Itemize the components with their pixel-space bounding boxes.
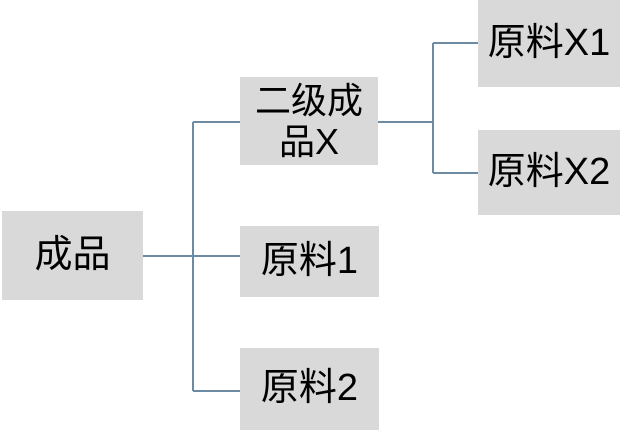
node-label-line-2: 品X [278, 121, 339, 162]
node-finished-product: 成品 [2, 211, 143, 300]
node-raw-material-2: 原料2 [240, 348, 379, 430]
node-label-line-1: 二级成 [254, 79, 363, 121]
node-label: 成品 [34, 233, 111, 276]
node-raw-material-x2: 原料X2 [478, 130, 620, 215]
node-label: 原料X1 [487, 21, 611, 64]
node-raw-material-x1: 原料X1 [478, 0, 620, 87]
node-raw-material-1: 原料1 [240, 226, 379, 297]
node-label: 原料X2 [487, 150, 611, 193]
node-secondary-product-x: 二级成 品X [240, 77, 378, 165]
node-label: 原料2 [260, 367, 359, 410]
node-label: 原料1 [260, 239, 359, 282]
